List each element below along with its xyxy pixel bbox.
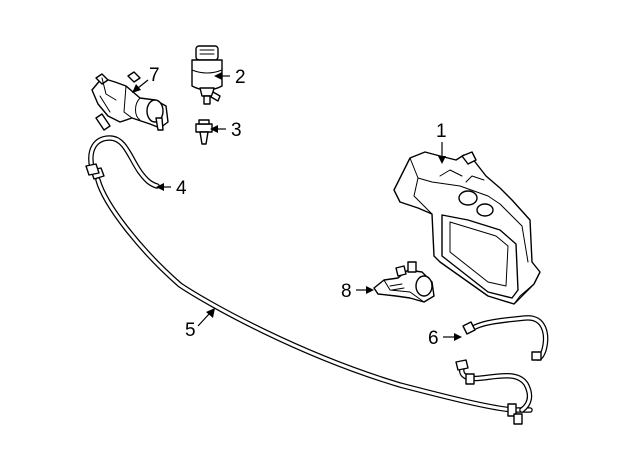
reservoir-hose (462, 315, 549, 361)
lower-hose (455, 359, 533, 425)
washer-reservoir (393, 151, 541, 305)
callout-7: 7 (132, 65, 160, 93)
washer-pump-assembly (91, 71, 169, 131)
callout-2: 2 (214, 67, 246, 88)
grommet (195, 119, 213, 145)
short-hose (85, 135, 160, 189)
callout-5: 5 (185, 308, 215, 341)
callout-1: 1 (436, 121, 447, 164)
svg-text:8: 8 (341, 281, 352, 302)
svg-text:3: 3 (231, 120, 242, 141)
callout-4: 4 (156, 178, 187, 199)
callout-8: 8 (341, 281, 374, 302)
svg-text:7: 7 (149, 65, 160, 86)
secondary-pump (373, 261, 435, 303)
pump-motor (191, 45, 223, 105)
svg-text:4: 4 (176, 178, 187, 199)
svg-text:5: 5 (185, 320, 196, 341)
svg-text:1: 1 (436, 121, 447, 142)
svg-text:2: 2 (235, 67, 246, 88)
callout-6: 6 (428, 328, 462, 349)
callout-3: 3 (210, 120, 242, 141)
svg-text:6: 6 (428, 328, 439, 349)
